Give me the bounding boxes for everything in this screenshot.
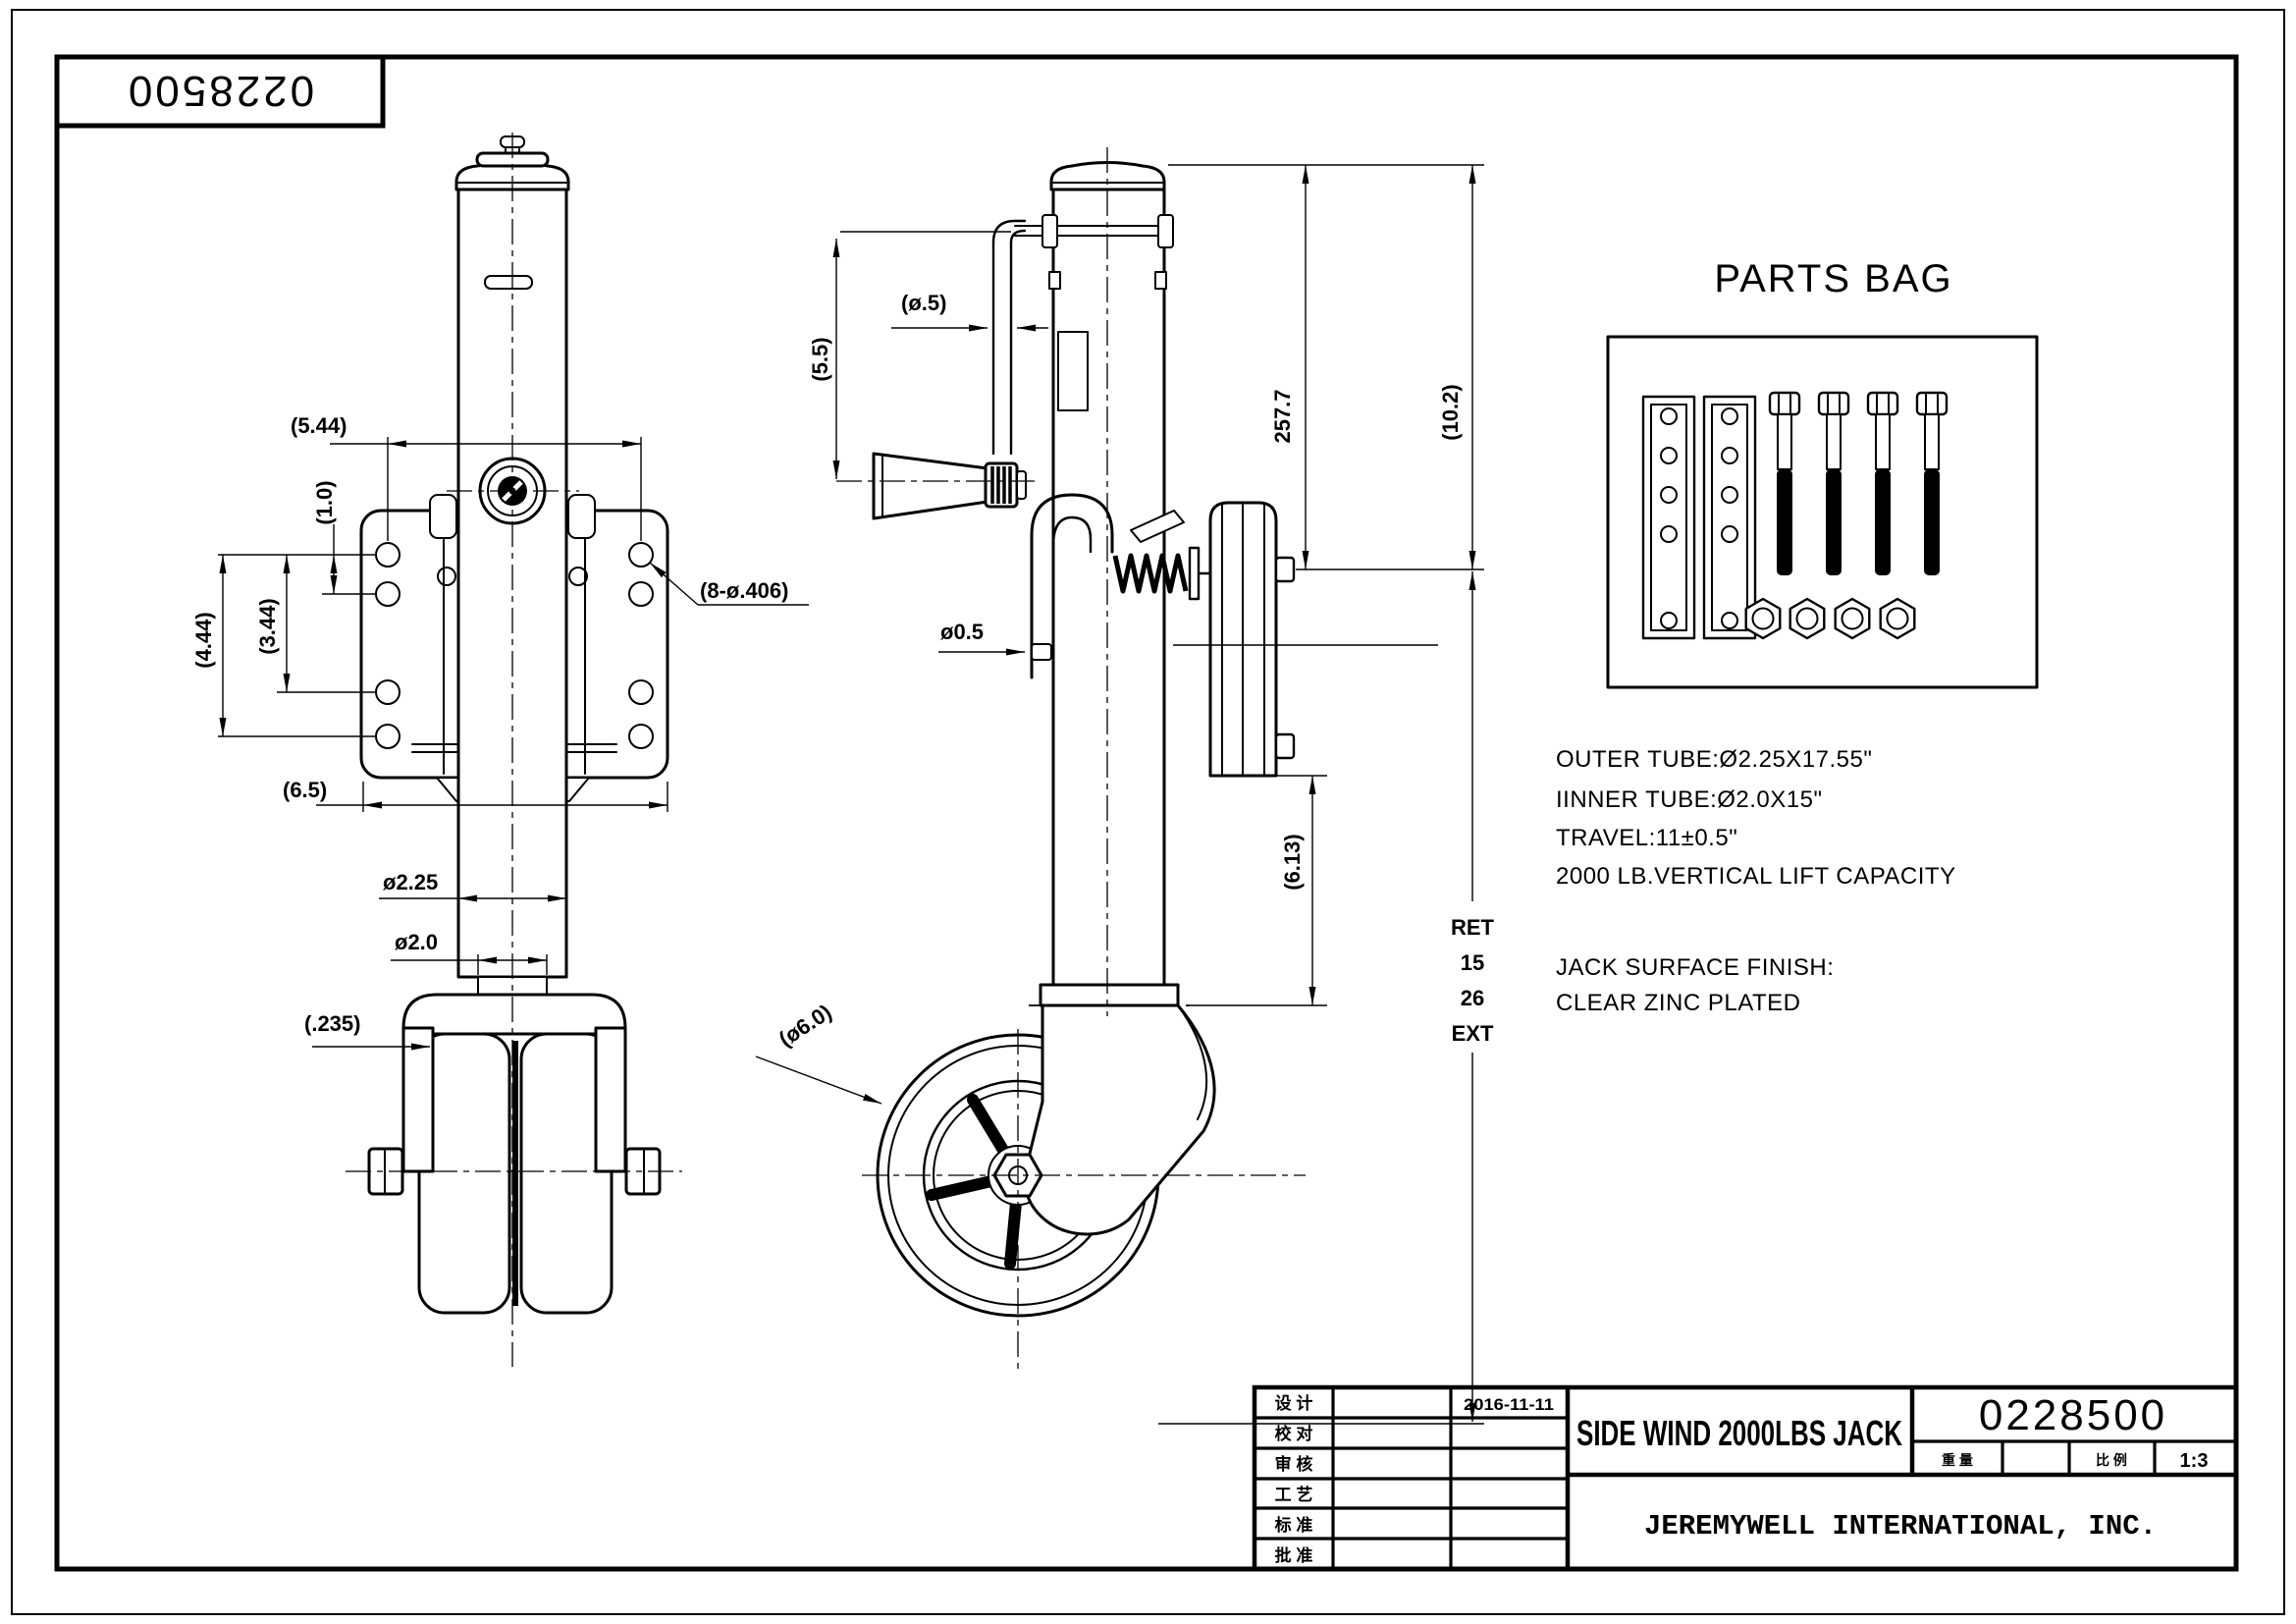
- spec-outer-tube: OUTER TUBE:Ø2.25X17.55": [1556, 746, 1872, 773]
- dim-6-13: (6.13): [1280, 834, 1305, 890]
- tb-scale-value: 1:3: [2180, 1450, 2209, 1472]
- ret-label: RET: [1451, 915, 1495, 940]
- ret-15: 15: [1461, 950, 1484, 975]
- sheet-borders: [11, 9, 2285, 1615]
- dim-3-44: (3.44): [255, 598, 280, 654]
- dim-5-44: (5.44): [291, 413, 347, 438]
- corner-part-number-box: 0228500: [54, 54, 386, 129]
- tb-drawing-number: 0228500: [1979, 1391, 2167, 1439]
- mounting-plate-strips: [1641, 395, 1757, 640]
- spec-capacity: 2000 LB.VERTICAL LIFT CAPACITY: [1556, 863, 1956, 890]
- dim-5-5: (5.5): [808, 337, 832, 381]
- parts-bag-title: PARTS BAG: [1714, 257, 1952, 300]
- dim-rod: (ø.5): [901, 291, 946, 315]
- tb-drawing-title: SIDE WIND 2000LBS JACK: [1576, 1413, 1902, 1453]
- front-view-geometry: [346, 133, 682, 1367]
- side-view-dimensions: (5.5) (ø.5) 257.7 (10.2) ø0.5 (6.13): [755, 164, 1495, 1425]
- dim-6-5: (6.5): [283, 778, 327, 802]
- spec-finish-label: JACK SURFACE FINISH:: [1556, 954, 1834, 981]
- tb-weight-label: 重 量: [1942, 1452, 1973, 1468]
- spec-notes: OUTER TUBE:Ø2.25X17.55" IINNER TUBE:Ø2.0…: [1556, 746, 1956, 1016]
- spec-finish-value: CLEAR ZINC PLATED: [1556, 990, 1800, 1016]
- corner-part-number: 0228500: [126, 67, 314, 115]
- dim-1-0: (1.0): [312, 480, 337, 524]
- dim-pin: ø0.5: [940, 620, 984, 644]
- side-view: (5.5) (ø.5) 257.7 (10.2) ø0.5 (6.13): [755, 147, 1495, 1425]
- spec-travel: TRAVEL:11±0.5": [1556, 825, 1737, 851]
- ext-label: EXT: [1452, 1021, 1494, 1046]
- tb-company: JEREMYWELL INTERNATIONAL, INC.: [1644, 1510, 2157, 1543]
- tb-row-review: 审 核: [1275, 1454, 1313, 1474]
- tb-row-standard: 标 准: [1275, 1515, 1313, 1535]
- dim-inner-tube: ø2.0: [395, 930, 438, 954]
- front-view: (5.44) (1.0) (3.44) (4.44) (6.5): [191, 133, 809, 1367]
- dim-4-44: (4.44): [191, 612, 216, 668]
- dim-10-2: (10.2): [1438, 384, 1463, 440]
- side-view-geometry: [836, 147, 1438, 1373]
- dim-thickness: (.235): [304, 1011, 360, 1036]
- tb-row-approve: 批 准: [1275, 1545, 1313, 1565]
- front-view-dimensions: (5.44) (1.0) (3.44) (4.44) (6.5): [191, 413, 809, 1051]
- dim-wheel: (ø6.0): [774, 1000, 836, 1052]
- tb-row-process: 工 艺: [1275, 1485, 1313, 1504]
- dim-holes: (8-ø.406): [700, 578, 788, 603]
- title-block: 设 计 校 对 审 核 工 艺 标 准 批 准 2016-11-11 SIDE …: [1252, 1384, 2239, 1572]
- tb-row-design: 设 计: [1275, 1393, 1313, 1413]
- parts-bag-box: [1606, 335, 2039, 689]
- spec-inner-tube: IINNER TUBE:Ø2.0X15": [1556, 786, 1823, 813]
- bolts: [1768, 391, 1949, 575]
- parts-bag: PARTS BAG: [1606, 257, 2039, 689]
- tb-row-check: 校 对: [1275, 1424, 1313, 1443]
- tb-date: 2016-11-11: [1464, 1395, 1554, 1414]
- hex-nuts: [1744, 597, 1916, 640]
- dim-257-7: 257.7: [1270, 389, 1295, 443]
- dim-outer-tube: ø2.25: [383, 870, 438, 894]
- ret-26: 26: [1461, 986, 1484, 1010]
- tb-scale-label: 比 例: [2096, 1452, 2127, 1468]
